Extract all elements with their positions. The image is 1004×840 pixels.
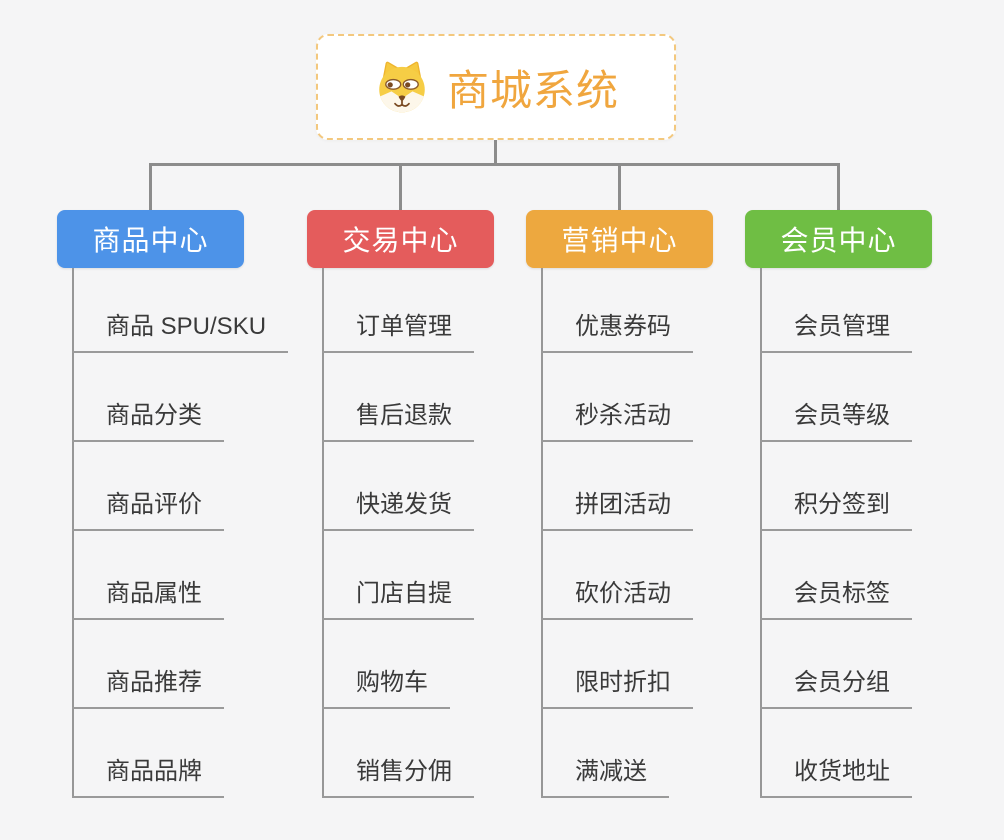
subtopic-item[interactable]: 商品评价 [72,489,224,531]
subtopic-item[interactable]: 快递发货 [322,489,474,531]
connector-drop-branch-1 [399,163,402,210]
subtopic-item[interactable]: 积分签到 [760,489,912,531]
branch-trade-center: 交易中心 订单管理 售后退款 快递发货 门店自提 购物车 销售分佣 [307,210,567,810]
branch-product-center: 商品中心 商品 SPU/SKU 商品分类 商品评价 商品属性 商品推荐 商品品牌 [57,210,317,810]
branch-member-center: 会员中心 会员管理 会员等级 积分签到 会员标签 会员分组 收货地址 [745,210,1004,810]
subtopic-item[interactable]: 商品属性 [72,578,224,620]
subtopic-item[interactable]: 会员分组 [760,667,912,709]
subtopic-item[interactable]: 销售分佣 [322,756,474,798]
connector-root-vertical [494,140,497,166]
branch-header-trade-center[interactable]: 交易中心 [307,210,494,268]
connector-horizontal-bar [149,163,840,166]
subtopic-item[interactable]: 会员管理 [760,311,912,353]
subtopic-item[interactable]: 购物车 [322,667,450,709]
subtopic-item[interactable]: 商品 SPU/SKU [72,311,289,353]
root-title: 商城系统 [446,66,619,114]
subtopic-item[interactable]: 会员标签 [760,578,912,620]
root-node[interactable]: 商城系统 [316,34,676,140]
subtopic-item[interactable]: 商品品牌 [72,756,224,798]
subtopic-item[interactable]: 收货地址 [760,756,912,798]
branch-line-product-center [72,268,74,798]
branch-line-marketing-center [541,268,543,798]
subtopic-item[interactable]: 售后退款 [322,400,474,442]
branch-header-product-center[interactable]: 商品中心 [57,210,244,268]
branch-line-member-center [760,268,762,798]
subtopic-item[interactable]: 拼团活动 [541,489,693,531]
branch-marketing-center: 营销中心 优惠券码 秒杀活动 拼团活动 砍价活动 限时折扣 满减送 [526,210,786,810]
subtopic-item[interactable]: 限时折扣 [541,667,693,709]
subtopic-item[interactable]: 商品分类 [72,400,224,442]
subtopic-item[interactable]: 秒杀活动 [541,400,693,442]
shiba-dog-icon [373,59,431,115]
branch-header-marketing-center[interactable]: 营销中心 [526,210,713,268]
connector-drop-branch-2 [618,163,621,210]
subtopic-item[interactable]: 满减送 [541,756,669,798]
subtopic-item[interactable]: 门店自提 [322,578,474,620]
branch-header-member-center[interactable]: 会员中心 [745,210,932,268]
branch-line-trade-center [322,268,324,798]
connector-drop-branch-3 [837,163,840,210]
subtopic-item[interactable]: 商品推荐 [72,667,224,709]
connector-drop-branch-0 [149,163,152,210]
subtopic-item[interactable]: 订单管理 [322,311,474,353]
subtopic-item[interactable]: 优惠券码 [541,311,693,353]
subtopic-item[interactable]: 砍价活动 [541,578,693,620]
subtopic-item[interactable]: 会员等级 [760,400,912,442]
